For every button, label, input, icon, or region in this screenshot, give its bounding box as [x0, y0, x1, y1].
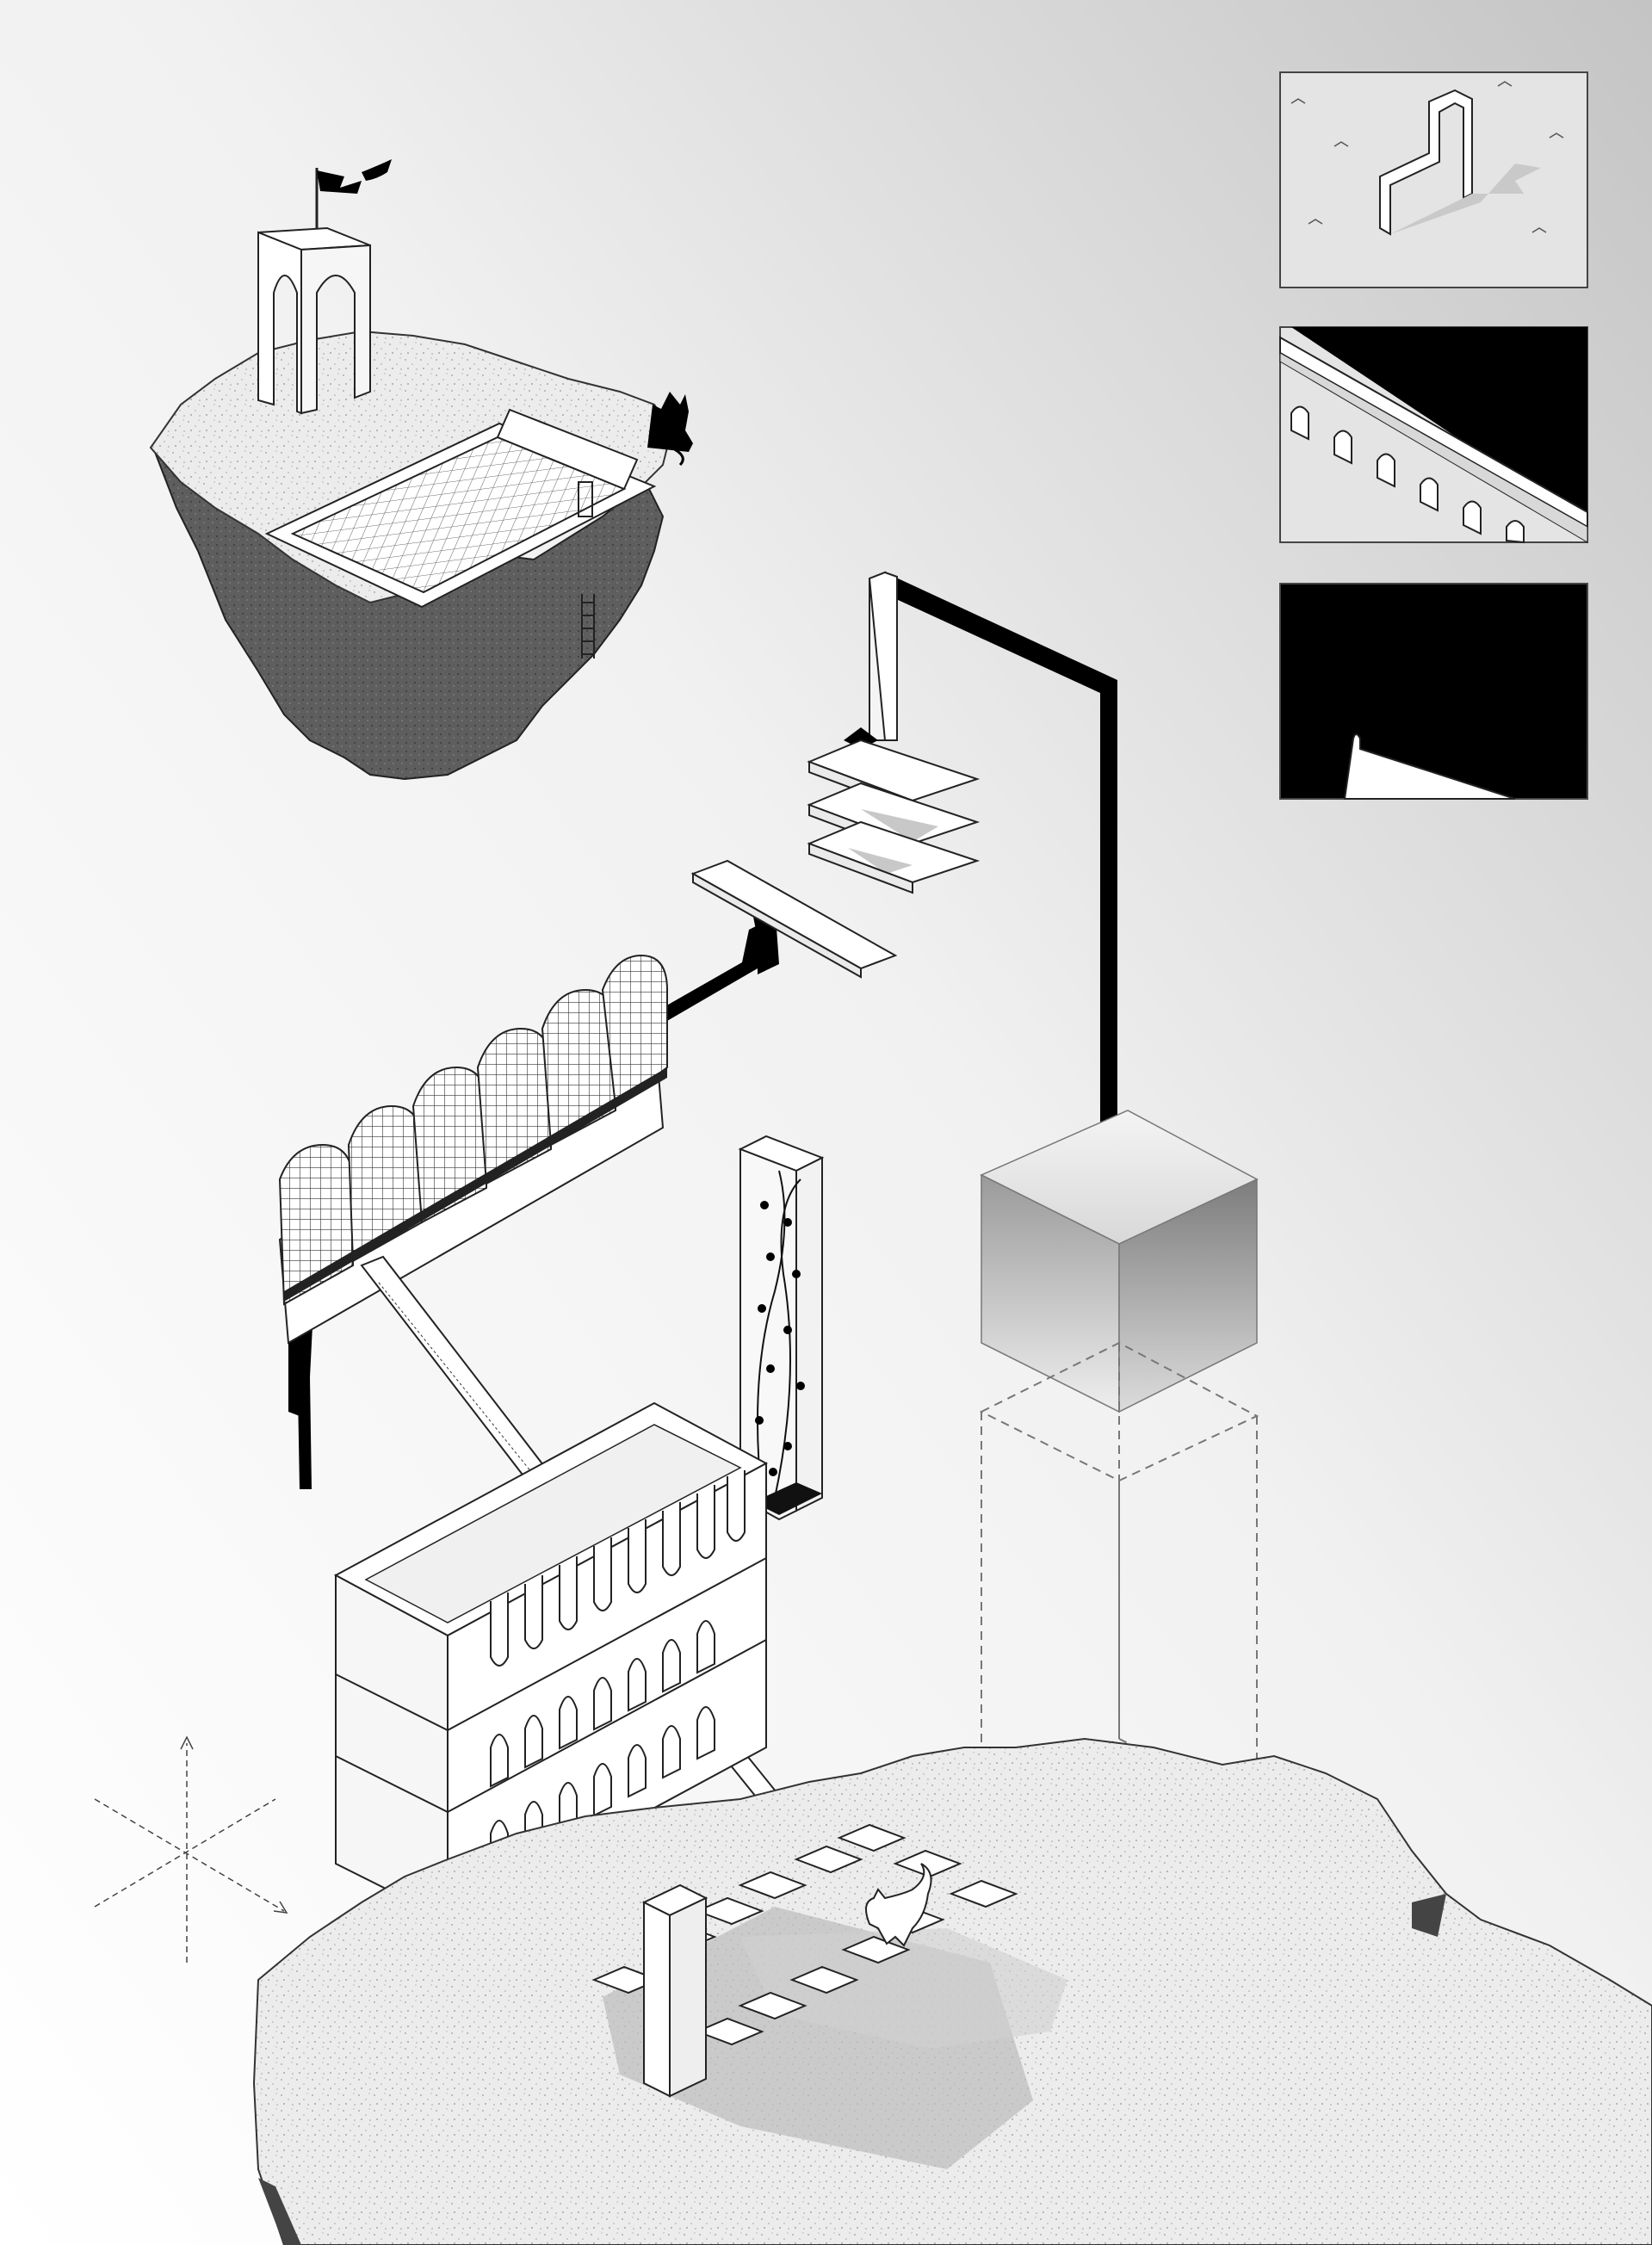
inset-panel-1 [1279, 71, 1588, 288]
black-cat-icon [647, 392, 693, 467]
flag-icon [317, 170, 362, 194]
pool-ladder [578, 481, 593, 517]
white-pillar [641, 1883, 708, 2098]
stacked-slabs [690, 739, 981, 979]
arched-building [333, 1401, 769, 1921]
swimming-pool [264, 408, 657, 659]
axis-gizmo-icon [94, 1735, 288, 1963]
arched-wall-detail-icon [1279, 336, 1588, 544]
floating-island [149, 159, 693, 781]
translucent-cube [980, 1110, 1259, 1413]
ground-island [252, 1737, 1652, 2245]
glass-plant-column [738, 1135, 825, 1521]
white-cat-icon [865, 1863, 932, 1947]
diving-tower [257, 159, 392, 415]
pipe-opening-icon [1343, 733, 1516, 800]
inset-panel-3 [1279, 583, 1588, 800]
inset-panel-2 [1279, 326, 1588, 544]
frame-sculpture-icon [1379, 89, 1541, 236]
